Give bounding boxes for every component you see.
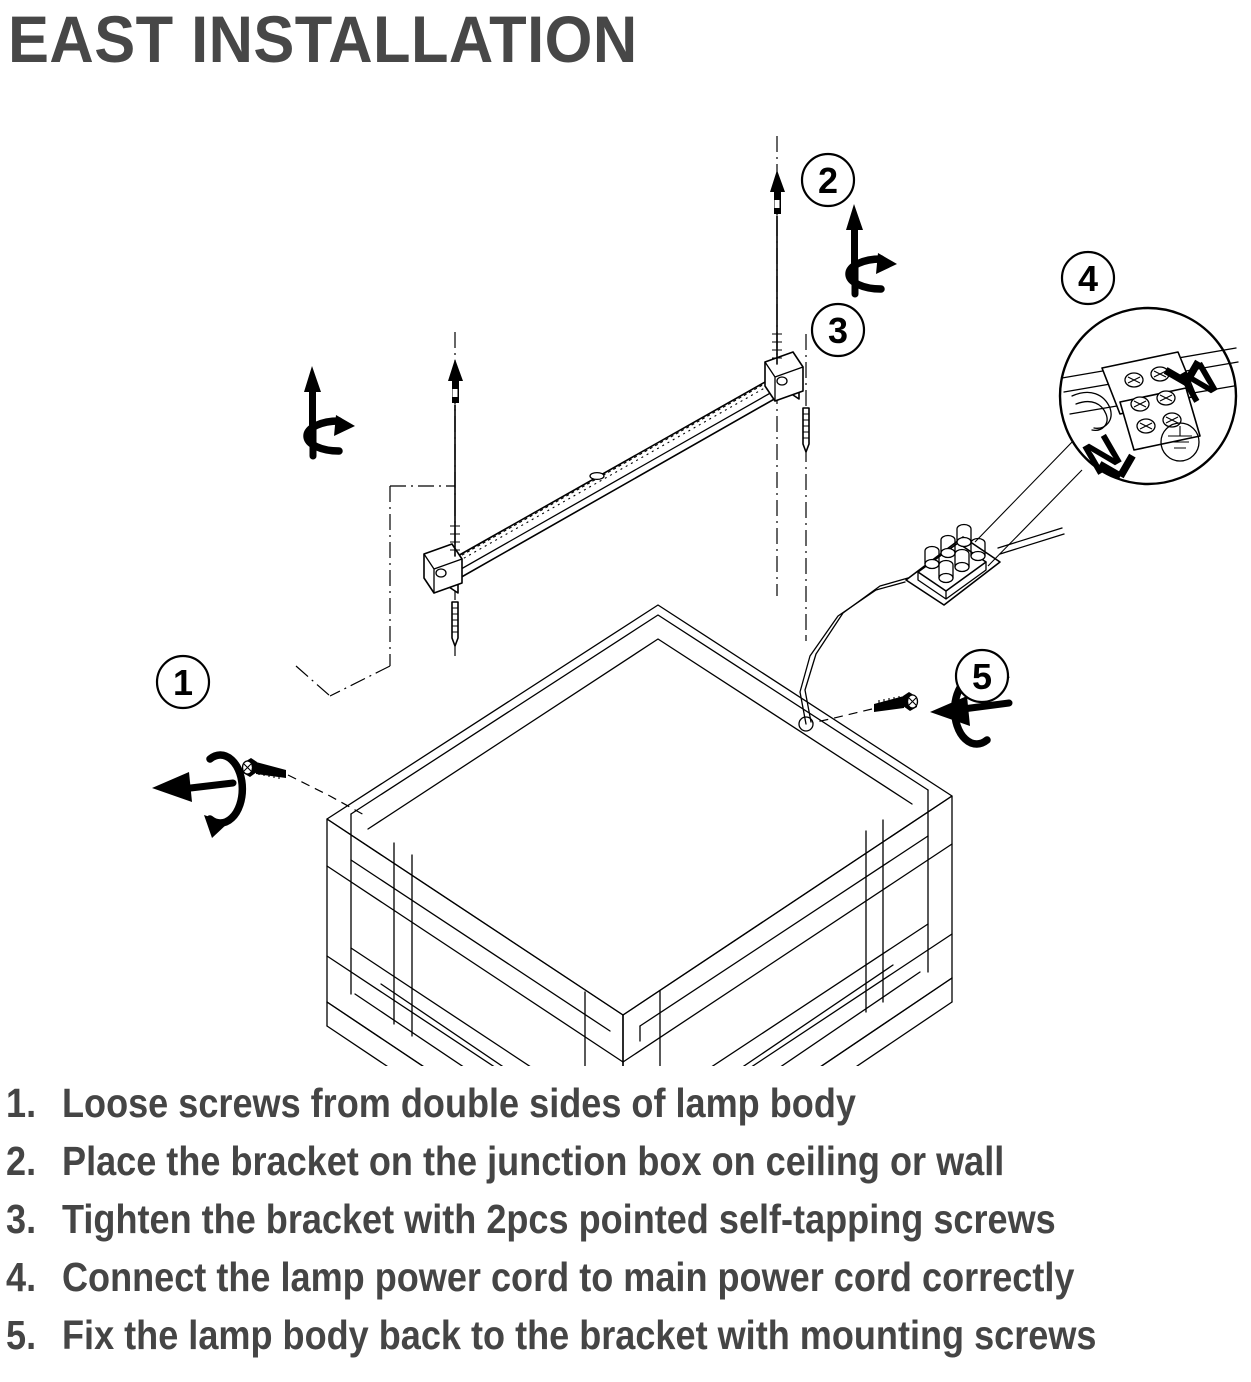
- list-item: 5. Fix the lamp body back to the bracket…: [6, 1306, 1246, 1364]
- wiring-detail-magnifier: N N: [1058, 306, 1239, 486]
- instruction-number: 3.: [6, 1196, 37, 1242]
- list-item: 3. Tighten the bracket with 2pcs pointed…: [6, 1190, 1246, 1248]
- terminal-block: [905, 523, 1065, 606]
- tighten-rotation-up-left-icon: [303, 366, 355, 460]
- power-cord: [799, 577, 909, 725]
- mounting-screw-right: [798, 692, 919, 732]
- instruction-text: Fix the lamp body back to the bracket wi…: [62, 1312, 1097, 1358]
- callout-5-label: 5: [972, 656, 992, 697]
- earth-ground-icon: [1160, 422, 1200, 462]
- mounting-bracket-bar: [423, 351, 804, 594]
- callout-1-label: 1: [173, 662, 193, 703]
- instruction-text: Place the bracket on the junction box on…: [62, 1138, 1005, 1184]
- instruction-text: Connect the lamp power cord to main powe…: [62, 1254, 1075, 1300]
- lamp-body: [326, 604, 953, 1066]
- list-item: 4. Connect the lamp power cord to main p…: [6, 1248, 1246, 1306]
- instruction-text: Tighten the bracket with 2pcs pointed se…: [62, 1196, 1056, 1242]
- callout-3-label: 3: [828, 310, 848, 351]
- callout-5: 5: [954, 648, 1010, 704]
- callout-1: 1: [155, 654, 211, 710]
- callout-2-label: 2: [818, 160, 838, 201]
- list-item: 2. Place the bracket on the junction box…: [6, 1132, 1246, 1190]
- instruction-list: 1. Loose screws from double sides of lam…: [6, 1074, 1246, 1364]
- callout-4: 4: [1060, 250, 1116, 306]
- callout-2: 2: [800, 152, 856, 208]
- instruction-text: Loose screws from double sides of lamp b…: [62, 1080, 856, 1126]
- loosen-rotation-left-icon: [152, 751, 247, 838]
- instruction-number: 1.: [6, 1080, 37, 1126]
- screw-tip-left: [451, 601, 459, 647]
- self-tapping-screw-right: [770, 170, 785, 365]
- callout-4-label: 4: [1078, 258, 1098, 299]
- instruction-number: 4.: [6, 1254, 37, 1300]
- detail-pointer-lines: [974, 439, 1083, 567]
- callout-3: 3: [810, 302, 866, 358]
- page-title: EAST INSTALLATION: [8, 2, 638, 76]
- screw-tip-right: [802, 407, 810, 453]
- terminal-label-L: [1097, 359, 1202, 480]
- instruction-number: 2.: [6, 1138, 37, 1184]
- mounting-screw-left: [241, 758, 367, 817]
- assembly-diagram: .ln { fill:none; stroke:#000; stroke-wid…: [0, 96, 1251, 1066]
- tighten-rotation-up-right-icon: [845, 204, 897, 298]
- list-item: 1. Loose screws from double sides of lam…: [6, 1074, 1246, 1132]
- self-tapping-screw-left: [448, 359, 463, 557]
- instruction-number: 5.: [6, 1312, 37, 1358]
